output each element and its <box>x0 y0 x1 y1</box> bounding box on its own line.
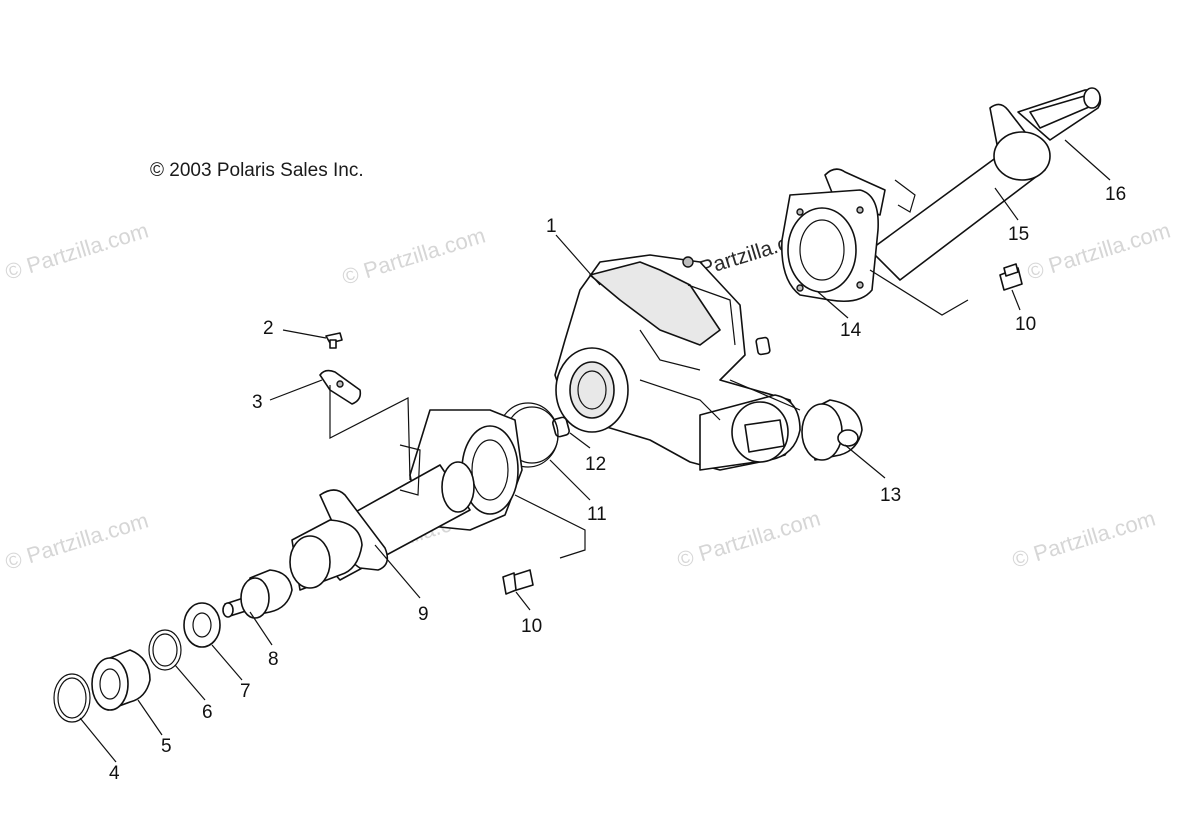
callout-8: 8 <box>268 649 279 670</box>
callout-3: 3 <box>252 392 263 413</box>
watermark-text: © Partzilla.com <box>1024 218 1173 285</box>
part-6-snap-ring <box>148 629 182 671</box>
callout-10-left: 10 <box>521 616 542 637</box>
callout-13: 13 <box>880 485 901 506</box>
callout-1: 1 <box>546 216 557 237</box>
callout-numbers: 1 2 3 4 5 6 7 8 9 10 11 12 13 14 15 16 1… <box>109 184 1126 784</box>
watermark-text: © Partzilla.com <box>339 223 488 290</box>
part-14-flange <box>781 189 879 303</box>
part-5-bearing <box>91 649 151 711</box>
part-10-bolt-right <box>999 263 1023 291</box>
part-2-screw <box>325 332 343 349</box>
callout-16: 16 <box>1105 184 1126 205</box>
part-9-bushing <box>289 519 363 591</box>
callout-9: 9 <box>418 604 429 625</box>
part-1-differential-housing <box>554 254 801 471</box>
callout-11: 11 <box>587 504 607 525</box>
part-3-clip <box>319 369 411 481</box>
callout-6: 6 <box>202 702 213 723</box>
watermark-text: © Partzilla.com <box>674 506 823 573</box>
callout-10-right: 10 <box>1015 314 1036 335</box>
part-4-retaining-ring <box>53 673 91 723</box>
part-13-bushing <box>801 399 863 461</box>
callout-14: 14 <box>840 320 862 341</box>
callout-5: 5 <box>161 736 172 757</box>
part-10-bolt-left <box>502 569 534 595</box>
watermark-text: © Partzilla.com <box>2 218 151 285</box>
callout-12: 12 <box>585 454 606 475</box>
watermark-text: © Partzilla.com <box>1009 506 1158 573</box>
callout-4: 4 <box>109 763 120 784</box>
callout-2: 2 <box>263 318 274 339</box>
callout-7: 7 <box>240 681 251 702</box>
copyright-notice: © 2003 Polaris Sales Inc. <box>150 160 364 181</box>
part-16-shaft <box>1017 87 1102 141</box>
part-12-dowel-pin <box>552 416 570 438</box>
leader-lines <box>79 139 1111 763</box>
callout-15: 15 <box>1008 224 1029 245</box>
watermark-text: © Partzilla.com <box>2 508 151 575</box>
part-8-shaft <box>222 569 293 619</box>
part-7-washer <box>183 602 221 648</box>
